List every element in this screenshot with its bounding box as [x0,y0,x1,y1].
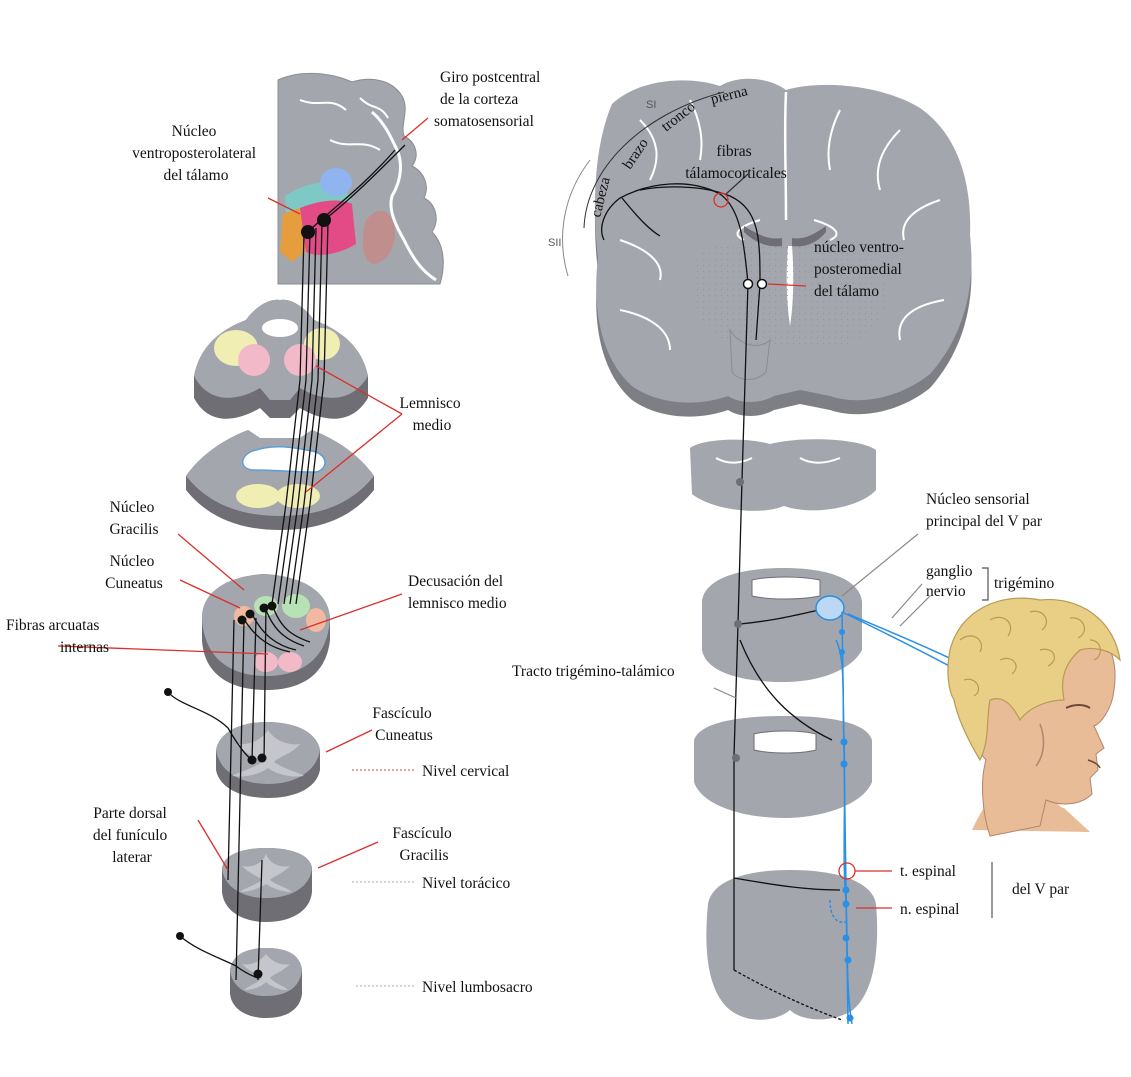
label-nivel-toracico: Nivel torácico [422,875,510,892]
lumbosacral-neuron [254,970,263,979]
right-pons-section [702,568,862,682]
label-trigemino: trigémino [994,575,1055,592]
cervical-receptor [164,688,172,696]
label-parte-dorsal: Parte dorsal del funículo laterar [93,805,171,866]
label-n-espinal: n. espinal [900,901,959,918]
label-ganglio: ganglio [926,563,973,580]
right-medulla-dot [732,754,740,762]
left-lumbosacral-section [230,948,302,1018]
label-tracto-trigemino: Tracto trigémino-talámico [512,663,675,680]
label-nivel-cervical: Nivel cervical [422,763,509,780]
cuneatus-neuron-1 [238,616,247,625]
label-del-v-par: del V par [1012,881,1070,898]
left-thoracic-section [222,848,312,922]
label-fasciculo-gracilis: Fascículo Gracilis [392,825,455,864]
label-fibras-arcuatas: Fibras arcuatas internas [6,617,109,656]
label-nervio: nervio [926,583,966,600]
gracilis-neuron-1 [260,604,269,613]
vpm-neuron-2 [758,280,767,289]
cervical-neuron-1 [248,756,257,765]
lumbosacral-receptor [176,932,184,940]
right-spinal-section [706,870,877,1020]
right-pons-dot [734,620,742,628]
cervical-neuron-2 [258,754,267,763]
label-decusacion: Decusación del lemnisco medio [408,573,507,612]
left-midbrain-section [194,300,368,419]
label-lemnisco-medio: Lemnisco medio [400,395,465,434]
cuneatus-neuron-2 [246,610,255,619]
right-midbrain-section [690,439,876,511]
label-si: SI [646,99,656,111]
label-nucleo-vpl: Núcleo ventroposterolateral del tálamo [132,123,260,184]
left-dotted-leaders [352,770,414,986]
gracilis-neuron-2 [268,602,277,611]
left-pons-section [186,430,374,530]
label-nivel-lumbosacro: Nivel lumbosacro [422,979,533,996]
label-nucleo-gracilis: Núcleo Gracilis [109,499,158,538]
label-fasciculo-cuneatus: Fascículo Cuneatus [372,705,435,744]
head-illustration [948,598,1120,836]
label-nucleo-sensorial: Núcleo sensorial principal del V par [926,491,1043,530]
right-coronal-brain [595,79,972,417]
label-nucleo-cuneatus: Núcleo Cuneatus [105,553,163,592]
label-sii: SII [548,237,561,249]
left-cortex-section [278,73,443,284]
label-giro-postcentral: Giro postcentral de la corteza somatosen… [434,69,544,130]
label-t-espinal: t. espinal [900,863,956,880]
vpm-neuron-1 [744,280,753,289]
right-midbrain-dot [736,478,744,486]
